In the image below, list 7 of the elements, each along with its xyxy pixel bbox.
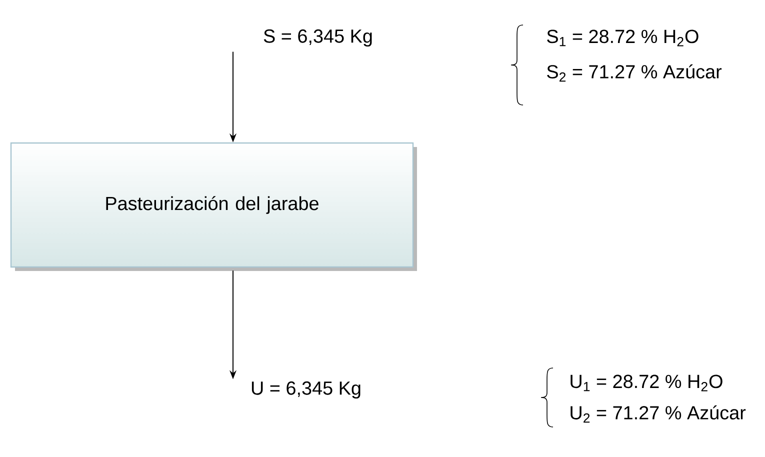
composition-label: S$_{1}$ = 28.72 % H$_{2}$O bbox=[547, 30, 698, 46]
flow-text: S = 6,345 Kg bbox=[264, 29, 372, 47]
flow-text: U = 6,345 Kg bbox=[252, 381, 360, 399]
composition-label: U$_{2}$ = 71.27 % Azúcar bbox=[570, 405, 746, 423]
process-box: Pasteurización del jarabe bbox=[10, 142, 417, 271]
composition-label: U$_{1}$ = 28.72 % H$_{2}$O bbox=[570, 374, 722, 392]
composition-label: S$_{2}$ = 71.27 % Azúcar bbox=[547, 64, 722, 82]
